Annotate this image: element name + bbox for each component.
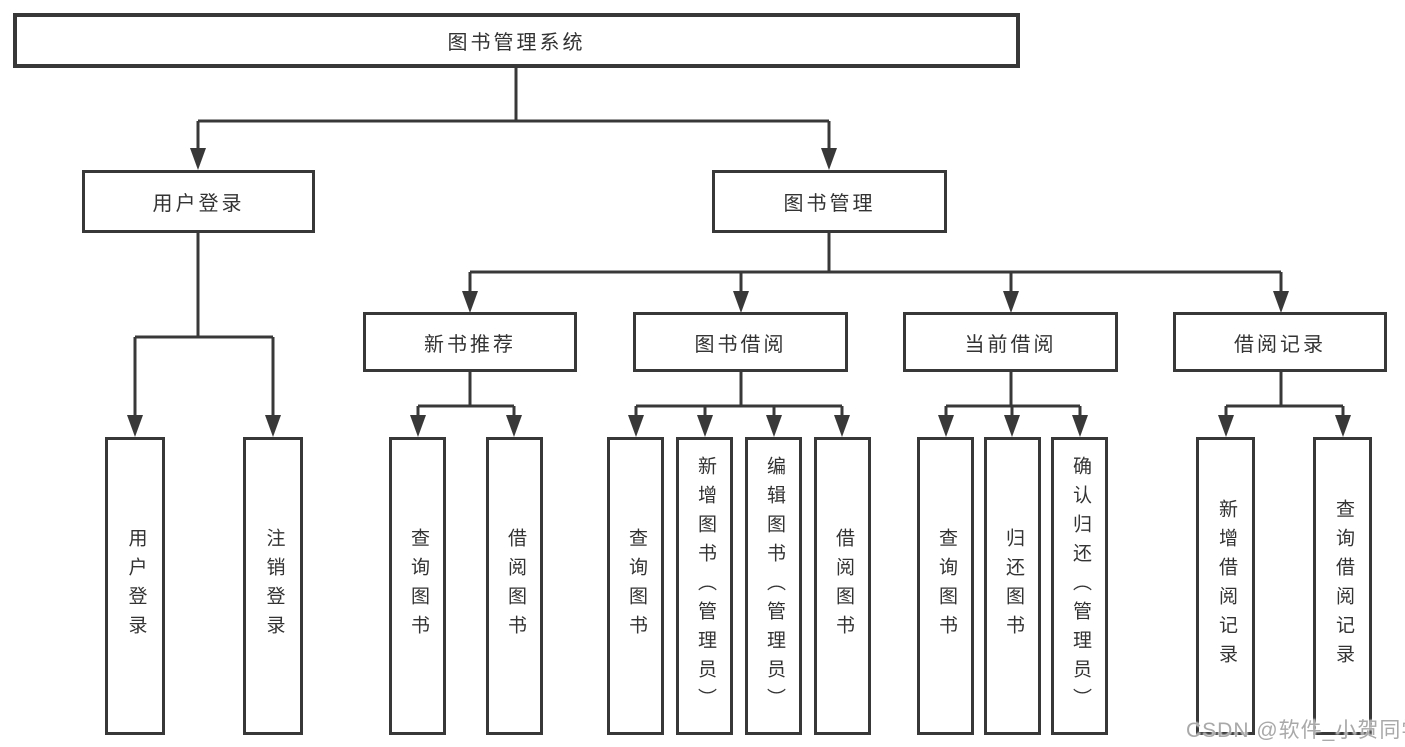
node-label: 新书推荐 — [424, 333, 516, 356]
leaf-borrow-books: 借阅图书 — [814, 437, 871, 735]
node-label: 用户登录 — [125, 528, 147, 644]
node-label: 编辑图书（管理员） — [763, 455, 785, 717]
node-label: 确认归还（管理员） — [1069, 455, 1091, 717]
connector-current-borrow-to-leaves — [938, 372, 1088, 437]
node-label: 图书管理 — [783, 193, 876, 215]
node-label: 归还图书 — [1002, 528, 1024, 644]
node-label: 借阅图书 — [832, 528, 854, 644]
node-current-borrow: 当前借阅 — [903, 312, 1118, 372]
leaf-add-books-admin: 新增图书（管理员） — [676, 437, 733, 735]
connector-new-book-to-leaves — [410, 372, 522, 437]
leaf-logout-login: 注销登录 — [243, 437, 303, 735]
node-label: 借阅图书 — [504, 528, 526, 644]
node-label: 查询图书 — [625, 528, 647, 644]
leaf-user-login: 用户登录 — [105, 437, 165, 735]
connector-root-to-level2 — [190, 68, 837, 170]
leaf-add-borrow-record: 新增借阅记录 — [1196, 437, 1255, 735]
node-label: 查询借阅记录 — [1332, 499, 1354, 673]
leaf-borrow-books-recommend: 借阅图书 — [486, 437, 543, 735]
node-book-borrow: 图书借阅 — [633, 312, 848, 372]
leaf-return-books: 归还图书 — [984, 437, 1041, 735]
leaf-query-borrow-record: 查询借阅记录 — [1313, 437, 1372, 735]
node-book-management: 图书管理 — [712, 170, 947, 233]
node-user-login: 用户登录 — [82, 170, 315, 233]
node-label: 用户登录 — [152, 193, 245, 215]
leaf-query-books-borrow: 查询图书 — [607, 437, 664, 735]
node-library-management-system: 图书管理系统 — [13, 13, 1020, 68]
node-label: 注销登录 — [263, 528, 285, 644]
connector-book-borrow-to-leaves — [628, 372, 850, 437]
connector-book-management-to-level3 — [462, 233, 1289, 313]
node-borrow-record: 借阅记录 — [1173, 312, 1387, 372]
csdn-watermark: CSDN @软件_小贺同学 — [1186, 719, 1405, 742]
node-new-book-recommend: 新书推荐 — [363, 312, 577, 372]
node-label: 查询图书 — [407, 528, 429, 644]
node-label: 图书管理系统 — [447, 32, 586, 54]
node-label: 查询图书 — [935, 528, 957, 644]
leaf-query-books-current: 查询图书 — [917, 437, 974, 735]
leaf-edit-books-admin: 编辑图书（管理员） — [745, 437, 802, 735]
connector-user-login-to-leaves — [127, 233, 281, 437]
node-label: 新增借阅记录 — [1215, 499, 1237, 673]
node-label: 当前借阅 — [964, 333, 1057, 356]
node-label: 新增图书（管理员） — [694, 455, 716, 717]
node-label: 借阅记录 — [1234, 333, 1326, 356]
leaf-query-books-recommend: 查询图书 — [389, 437, 446, 735]
connector-borrow-record-to-leaves — [1218, 372, 1351, 437]
node-label: 图书借阅 — [694, 333, 787, 356]
leaf-confirm-return-admin: 确认归还（管理员） — [1051, 437, 1108, 735]
